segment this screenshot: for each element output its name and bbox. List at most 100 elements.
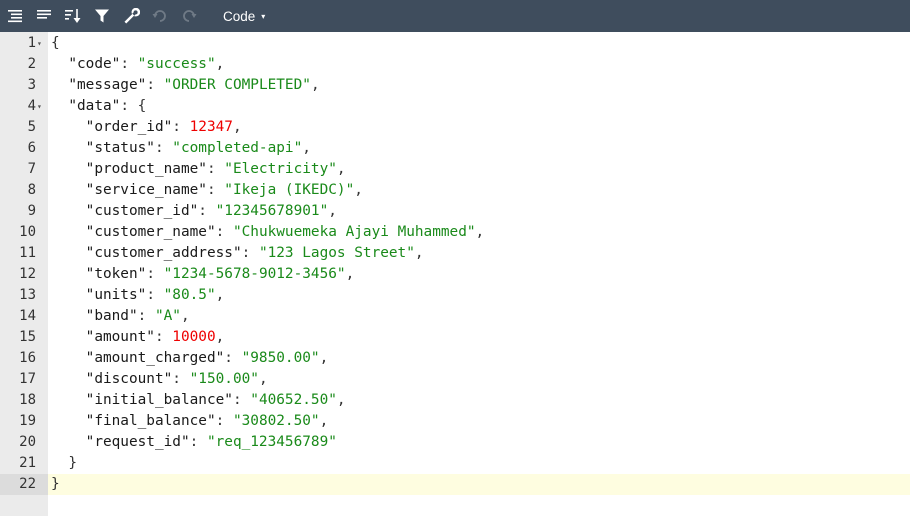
token-punc: , xyxy=(310,77,320,93)
token-punc: } xyxy=(51,476,60,492)
mode-select[interactable]: Code ▾ xyxy=(223,9,265,24)
code-line[interactable]: 15 "amount": 10000, xyxy=(0,327,910,348)
code-text: "final_balance": "30802.50", xyxy=(51,411,329,432)
code-line[interactable]: 9 "customer_id": "12345678901", xyxy=(0,201,910,222)
line-number-gutter xyxy=(0,32,48,516)
repair-icon xyxy=(124,7,140,23)
code-line[interactable]: 22} xyxy=(0,474,910,495)
code-text: "amount": 10000, xyxy=(51,327,225,348)
code-line[interactable]: 3 "message": "ORDER COMPLETED", xyxy=(0,75,910,96)
token-punc: , xyxy=(232,119,242,135)
token-punc: , xyxy=(215,56,225,72)
undo-icon xyxy=(152,10,166,22)
code-line[interactable]: 2 "code": "success", xyxy=(0,54,910,75)
code-line[interactable]: 5 "order_id": 12347, xyxy=(0,117,910,138)
fold-toggle-icon[interactable]: ▾ xyxy=(37,102,42,111)
token-key: "request_id" xyxy=(85,434,190,450)
line-number: 4 xyxy=(27,98,36,114)
token-punc: : xyxy=(146,266,164,282)
sort-icon[interactable] xyxy=(62,5,84,27)
token-punc xyxy=(51,161,86,177)
line-number: 8 xyxy=(27,182,36,198)
token-punc: : xyxy=(206,182,225,198)
token-punc xyxy=(51,371,86,387)
filter-icon[interactable] xyxy=(91,5,113,27)
token-str: "success" xyxy=(137,56,216,72)
token-punc xyxy=(51,182,86,198)
code-line[interactable]: 10 "customer_name": "Chukwuemeka Ajayi M… xyxy=(0,222,910,243)
line-number: 10 xyxy=(19,224,36,240)
repair-icon[interactable] xyxy=(120,5,142,27)
token-str: "40652.50" xyxy=(250,392,337,408)
code-text: "order_id": 12347, xyxy=(51,117,242,138)
code-line[interactable]: 14 "band": "A", xyxy=(0,306,910,327)
line-number: 16 xyxy=(19,350,36,366)
token-str: "ORDER COMPLETED" xyxy=(163,77,311,93)
line-number: 21 xyxy=(19,455,36,471)
code-line[interactable]: 21 } xyxy=(0,453,910,474)
code-text: "amount_charged": "9850.00", xyxy=(51,348,329,369)
code-text: "band": "A", xyxy=(51,306,190,327)
code-text: } xyxy=(51,474,60,495)
code-line[interactable]: 1▾{ xyxy=(0,33,910,54)
code-line[interactable]: 19 "final_balance": "30802.50", xyxy=(0,411,910,432)
token-punc: , xyxy=(336,161,346,177)
line-number: 9 xyxy=(27,203,36,219)
compact-icon[interactable] xyxy=(33,5,55,27)
code-text: "customer_id": "12345678901", xyxy=(51,201,337,222)
line-number: 6 xyxy=(27,140,36,156)
code-line[interactable]: 4▾ "data": { xyxy=(0,96,910,117)
compact-icon xyxy=(37,10,51,19)
mode-label: Code xyxy=(223,8,256,24)
token-punc xyxy=(51,224,86,240)
undo-icon[interactable] xyxy=(149,5,171,27)
code-line[interactable]: 6 "status": "completed-api", xyxy=(0,138,910,159)
code-line[interactable]: 8 "service_name": "Ikeja (IKEDC)", xyxy=(0,180,910,201)
code-editor[interactable]: 1▾{2 "code": "success",3 "message": "ORD… xyxy=(0,32,910,516)
line-number: 12 xyxy=(19,266,36,282)
token-str: "123 Lagos Street" xyxy=(258,245,415,261)
code-line[interactable]: 11 "customer_address": "123 Lagos Street… xyxy=(0,243,910,264)
format-icon[interactable] xyxy=(4,5,26,27)
token-punc: , xyxy=(302,140,311,156)
line-number: 22 xyxy=(0,474,48,495)
token-punc: : xyxy=(232,392,251,408)
token-str: "12345678901" xyxy=(215,203,329,219)
token-punc: { xyxy=(51,35,60,51)
editor-toolbar: Code ▾ xyxy=(0,0,910,32)
token-punc: , xyxy=(475,224,485,240)
token-key: "band" xyxy=(85,308,138,324)
code-line[interactable]: 12 "token": "1234-5678-9012-3456", xyxy=(0,264,910,285)
token-punc xyxy=(51,413,86,429)
token-punc xyxy=(51,77,68,93)
token-punc: : xyxy=(154,140,173,156)
code-text: "customer_address": "123 Lagos Street", xyxy=(51,243,424,264)
code-line[interactable]: 18 "initial_balance": "40652.50", xyxy=(0,390,910,411)
code-text: "request_id": "req_123456789" xyxy=(51,432,337,453)
line-number: 18 xyxy=(19,392,36,408)
token-str: "80.5" xyxy=(163,287,216,303)
code-text: "units": "80.5", xyxy=(51,285,225,306)
token-punc: : xyxy=(154,329,173,345)
token-punc: : xyxy=(241,245,259,261)
token-punc: , xyxy=(180,308,190,324)
token-key: "amount_charged" xyxy=(85,350,225,366)
token-punc: : xyxy=(215,413,233,429)
redo-icon[interactable] xyxy=(178,5,200,27)
code-line[interactable]: 13 "units": "80.5", xyxy=(0,285,910,306)
token-punc: , xyxy=(319,413,329,429)
line-number: 3 xyxy=(27,77,36,93)
filter-icon xyxy=(95,9,109,23)
code-line[interactable]: 7 "product_name": "Electricity", xyxy=(0,159,910,180)
token-str: "completed-api" xyxy=(172,140,303,156)
token-key: "customer_name" xyxy=(85,224,216,240)
code-text: "discount": "150.00", xyxy=(51,369,268,390)
code-text: { xyxy=(51,33,60,54)
code-text: "product_name": "Electricity", xyxy=(51,159,346,180)
code-line[interactable]: 20 "request_id": "req_123456789" xyxy=(0,432,910,453)
code-line[interactable]: 16 "amount_charged": "9850.00", xyxy=(0,348,910,369)
token-str: "req_123456789" xyxy=(206,434,337,450)
fold-toggle-icon[interactable]: ▾ xyxy=(37,39,42,48)
token-key: "message" xyxy=(68,77,147,93)
code-line[interactable]: 17 "discount": "150.00", xyxy=(0,369,910,390)
